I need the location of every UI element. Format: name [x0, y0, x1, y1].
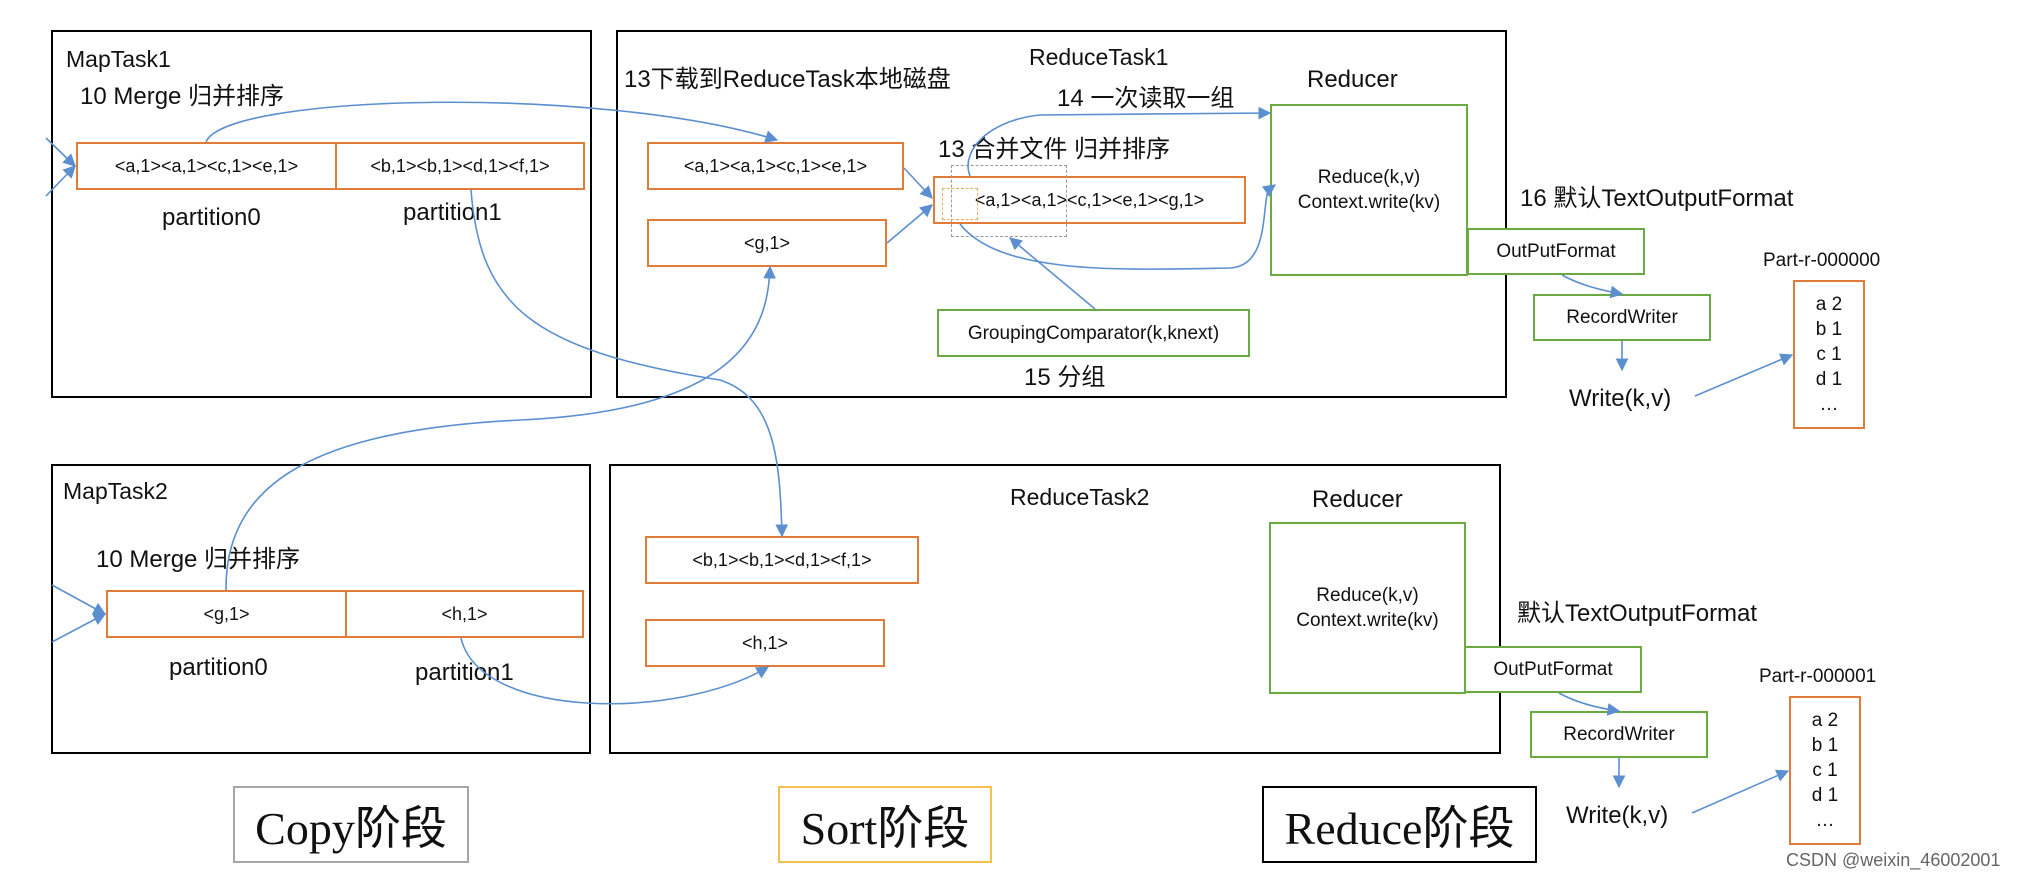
map-task1-frame: [51, 30, 592, 398]
output1-outputformat: OutPutFormat: [1467, 228, 1645, 275]
arrow-m1p1-to-r2f1: [470, 189, 789, 538]
output2-format-label: 默认TextOutputFormat: [1517, 600, 1758, 627]
output2-outputformat: OutPutFormat: [1464, 646, 1642, 693]
output2-recordwriter-label: RecordWriter: [1563, 724, 1675, 745]
reducer1-line2: Context.write(kv): [1297, 192, 1441, 213]
copy-stage-label: Copy阶段: [233, 786, 469, 863]
arrow-maptask1-in-top: [45, 137, 76, 167]
grouping-comparator: GroupingComparator(k,knext): [937, 309, 1250, 357]
output2-line-3: c 1: [1812, 760, 1838, 781]
output2-outputformat-label: OutPutFormat: [1493, 659, 1613, 680]
group-label: 15 分组: [1024, 364, 1106, 391]
reducer2-line1: Reduce(k,v): [1316, 585, 1419, 606]
reducer1-line1: Reduce(k,v): [1317, 167, 1421, 188]
arrow-write2-to-file2: [1691, 769, 1790, 814]
merged-file: <a,1><a,1><c,1><e,1><g,1>: [933, 176, 1246, 224]
arrow-write1-to-file1: [1694, 353, 1794, 397]
output2-line-2: b 1: [1811, 735, 1839, 756]
arrow-file2-to-merged: [886, 204, 933, 244]
reduce-task1-title: ReduceTask1: [1029, 44, 1169, 70]
reducer2-title: Reducer: [1312, 486, 1403, 513]
reduce-task2-title: ReduceTask2: [1010, 484, 1150, 510]
map-task2-title: MapTask2: [63, 478, 168, 504]
map-task1-partition0-label: partition0: [162, 204, 261, 231]
watermark: CSDN @weixin_46002001: [1786, 850, 2001, 870]
map-task1-title: MapTask1: [66, 46, 171, 72]
arrow-outformat1-to-recordwriter1: [1561, 274, 1624, 299]
map-task1-partition0: <a,1><a,1><c,1><e,1>: [76, 142, 337, 190]
output1-recordwriter-label: RecordWriter: [1566, 307, 1678, 328]
map-task1-partition1-label: partition1: [403, 199, 502, 226]
output1-line-3: c 1: [1816, 344, 1842, 365]
arrow-maptask2-in-top: [51, 584, 107, 615]
output1-file-name: Part-r-000000: [1763, 250, 1881, 271]
arrow-m2p0-to-r1f2: [225, 265, 777, 591]
read-group-label: 14 一次读取一组: [1057, 85, 1235, 112]
arrow-maptask2-in-bottom: [51, 613, 107, 643]
grouping-comparator-label: GroupingComparator(k,knext): [967, 322, 1220, 344]
map-task2-partition1: <h,1>: [345, 590, 584, 638]
map-task2-partition0-label: partition0: [169, 654, 268, 681]
output2-recordwriter: RecordWriter: [1530, 711, 1708, 758]
download-label: 13下载到ReduceTask本地磁盘: [624, 66, 951, 93]
sort-stage-label: Sort阶段: [778, 786, 992, 863]
output2-write-label: Write(k,v): [1566, 802, 1669, 829]
reduce-task2-file2: <h,1>: [645, 619, 885, 667]
output1-line-2: b 1: [1815, 319, 1843, 340]
reducer1-title: Reducer: [1307, 66, 1398, 93]
arrow-m2p1-to-r2f2: [460, 637, 770, 705]
map-task2-merge-label: 10 Merge 归并排序: [96, 546, 301, 573]
arrow-file1-to-merged: [903, 167, 933, 199]
output1-line-5: …: [1819, 394, 1839, 415]
merge-file-label: 13 合并文件 归并排序: [938, 136, 1171, 163]
output2-line-4: d 1: [1811, 785, 1839, 806]
reduce-task1-frame: [616, 30, 1507, 398]
output2-file-name: Part-r-000001: [1759, 666, 1877, 687]
output2-line-5: …: [1815, 810, 1835, 831]
output1-line-4: d 1: [1815, 369, 1843, 390]
reducer2-line2: Context.write(kv): [1296, 610, 1439, 631]
output1-file: a 2 b 1 c 1 d 1 …: [1793, 280, 1865, 429]
current-key-highlight: [942, 188, 978, 220]
arrow-outformat2-to-recordwriter2: [1558, 692, 1621, 716]
arrow-grouping-to-group: [1009, 237, 1096, 310]
map-task1-merge-label: 10 Merge 归并排序: [80, 83, 285, 110]
map-task1-partition1: <b,1><b,1><d,1><f,1>: [335, 142, 585, 190]
reduce-task1-file2: <g,1>: [647, 219, 887, 267]
output1-write-label: Write(k,v): [1569, 385, 1672, 412]
arrow-m1p0-to-r1f1: [205, 101, 779, 143]
output1-line-1: a 2: [1815, 294, 1843, 315]
arrow-reducer-loop: [959, 184, 1277, 270]
reduce-stage-label: Reduce阶段: [1262, 786, 1537, 863]
reducer1-box: Reduce(k,v) Context.write(kv): [1270, 104, 1468, 276]
arrow-maptask1-in-bottom: [45, 165, 76, 197]
map-task2-frame: [51, 464, 591, 754]
arrow-merged-to-reducer: [967, 106, 1272, 177]
output2-line-1: a 2: [1811, 710, 1839, 731]
reduce-task1-file1: <a,1><a,1><c,1><e,1>: [647, 142, 904, 190]
reducer2-box: Reduce(k,v) Context.write(kv): [1269, 522, 1466, 694]
output1-outputformat-label: OutPutFormat: [1496, 241, 1616, 262]
output2-file: a 2 b 1 c 1 d 1 …: [1789, 696, 1861, 845]
group-highlight: [951, 165, 1067, 237]
output1-format-label: 16 默认TextOutputFormat: [1520, 185, 1794, 212]
reduce-task2-frame: [609, 464, 1501, 754]
